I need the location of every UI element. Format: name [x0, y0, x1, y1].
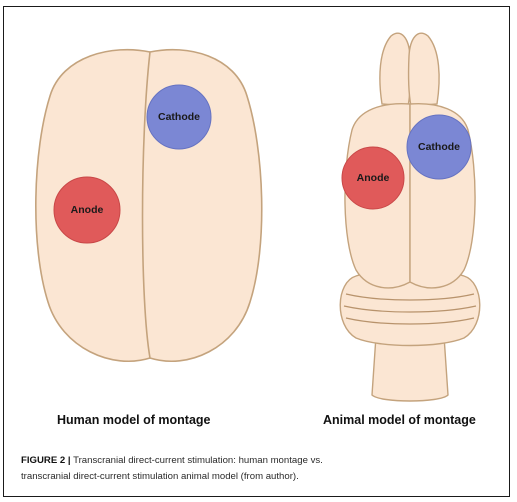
- caption-text-2: transcranial direct-current stimulation …: [21, 469, 501, 485]
- animal-model-label: Animal model of montage: [323, 413, 476, 427]
- animal-anode-label: Anode: [357, 172, 390, 184]
- human-anode-label: Anode: [71, 204, 104, 216]
- animal-olfactory-bulb-left: [380, 33, 411, 106]
- animal-brain: Cathode Anode: [340, 33, 480, 401]
- animal-olfactory-bulb-right: [409, 33, 440, 106]
- human-model-label: Human model of montage: [57, 413, 210, 427]
- human-brain: Cathode Anode: [36, 50, 262, 362]
- figure-number: FIGURE 2 |: [21, 455, 71, 466]
- caption-line-1: FIGURE 2 | Transcranial direct-current s…: [21, 453, 501, 469]
- figure-caption: FIGURE 2 | Transcranial direct-current s…: [21, 453, 501, 485]
- human-cathode-label: Cathode: [158, 111, 200, 123]
- caption-text-1: Transcranial direct-current stimulation:…: [73, 455, 323, 466]
- animal-cathode-label: Cathode: [418, 141, 460, 153]
